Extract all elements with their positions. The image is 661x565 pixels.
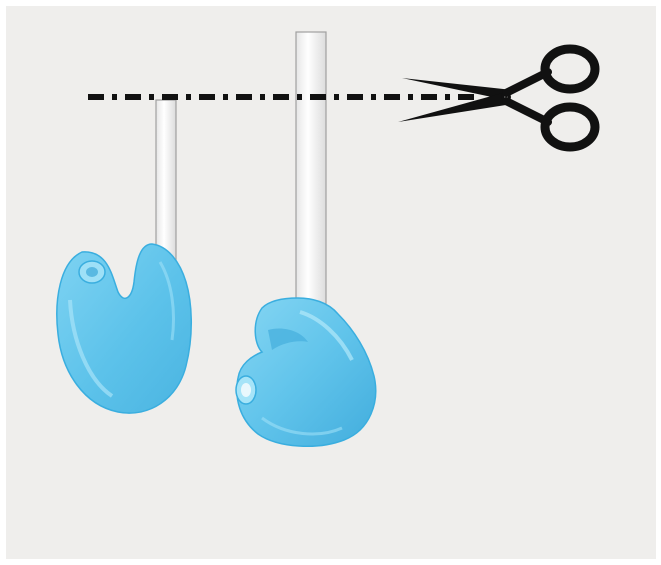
earmold-right xyxy=(236,298,376,446)
earmold-left xyxy=(57,244,191,413)
left-tube xyxy=(156,100,176,260)
right-tube xyxy=(296,32,326,304)
